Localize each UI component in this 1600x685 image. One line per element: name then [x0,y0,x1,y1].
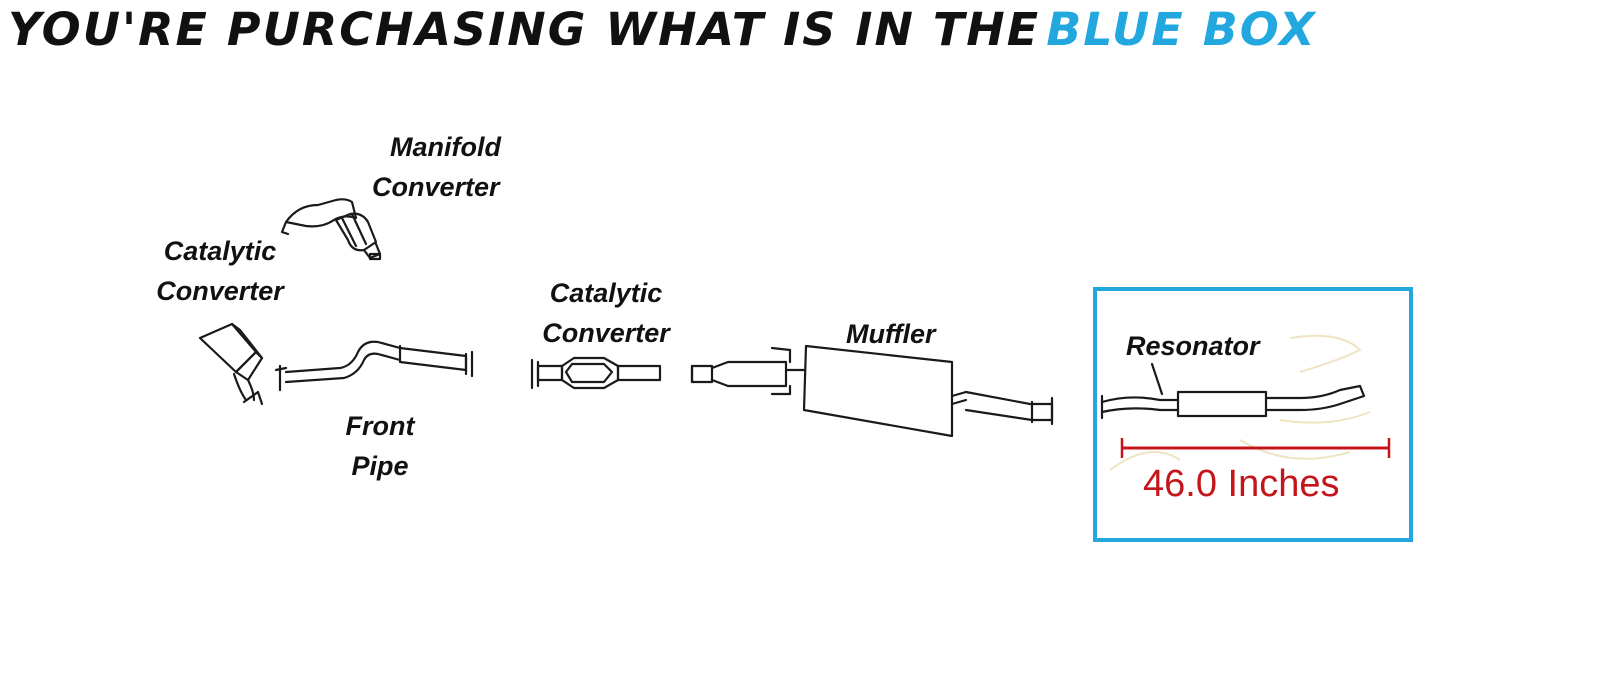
resonator-part [1100,362,1366,420]
label-resonator: Resonator [1126,326,1260,366]
label-front-pipe-line2: Pipe [351,451,409,481]
label-manifold-line1: Manifold [390,132,501,162]
headline-text: YOU'RE PURCHASING WHAT IS IN THE [8,3,1041,56]
dimension-text: 46.0 Inches [1143,463,1340,505]
front-pipe-part [274,340,474,392]
label-catalytic-converter-1: Catalytic Converter [132,231,308,311]
blue-highlight-box [1093,287,1413,542]
label-front-pipe-line1: Front [345,411,415,441]
label-catalytic-converter-2: Catalytic Converter [518,273,694,353]
background-watermark [1109,334,1371,471]
manifold-converter-part [280,198,382,261]
dimension-line [1120,438,1391,458]
label-muffler-text: Muffler [846,319,936,349]
label-catalytic-2-line2: Converter [542,318,670,348]
headline-highlight: BLUE BOX [1046,3,1317,56]
catalytic-converter-2-part [530,356,662,390]
muffler-part [802,344,1054,438]
label-catalytic-1-line2: Converter [156,276,284,306]
label-manifold-converter: Manifold Converter [372,127,552,207]
label-catalytic-2-line1: Catalytic [549,278,663,308]
label-resonator-text: Resonator [1126,331,1260,361]
catalytic-converter-1-part [198,322,264,406]
label-catalytic-1-line1: Catalytic [163,236,277,266]
label-manifold-line2: Converter [372,172,500,202]
label-front-pipe: Front Pipe [330,406,430,486]
intermediate-pipe-part [690,346,806,396]
label-muffler: Muffler [846,314,936,354]
